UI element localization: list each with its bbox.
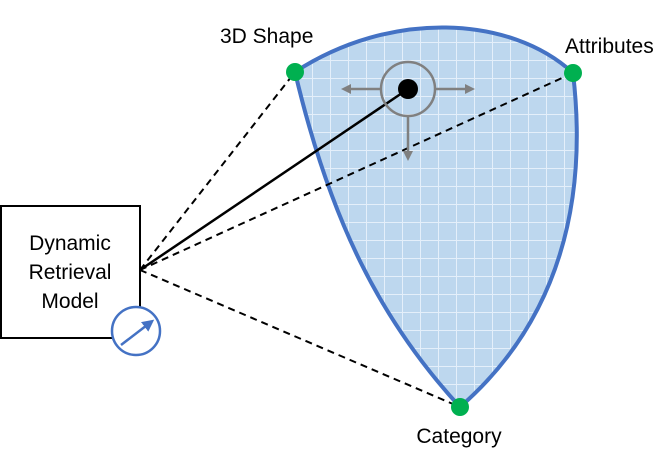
- shape-manifold: [292, 25, 579, 410]
- connector-to-query: [139, 87, 409, 272]
- connector-to-attributes: [139, 72, 574, 271]
- query-point-icon: [379, 60, 437, 118]
- label-category: Category: [416, 425, 502, 448]
- direction-arrows-icon: [341, 84, 475, 161]
- model-label-line1: Dynamic: [29, 232, 111, 255]
- anchor-attributes: [564, 64, 582, 82]
- model-label-line3: Model: [41, 290, 98, 313]
- manifold-border: [292, 25, 579, 410]
- label-attributes: Attributes: [565, 35, 654, 58]
- connector-to-category: [139, 269, 461, 408]
- anchor-shape: [286, 63, 304, 81]
- model-label-line2: Retrieval: [29, 261, 112, 284]
- dashed-connectors: [139, 71, 574, 408]
- gauge-dial-icon: [110, 305, 162, 357]
- label-shape: 3D Shape: [220, 25, 313, 48]
- connector-to-shape: [139, 71, 296, 271]
- anchor-category: [451, 398, 469, 416]
